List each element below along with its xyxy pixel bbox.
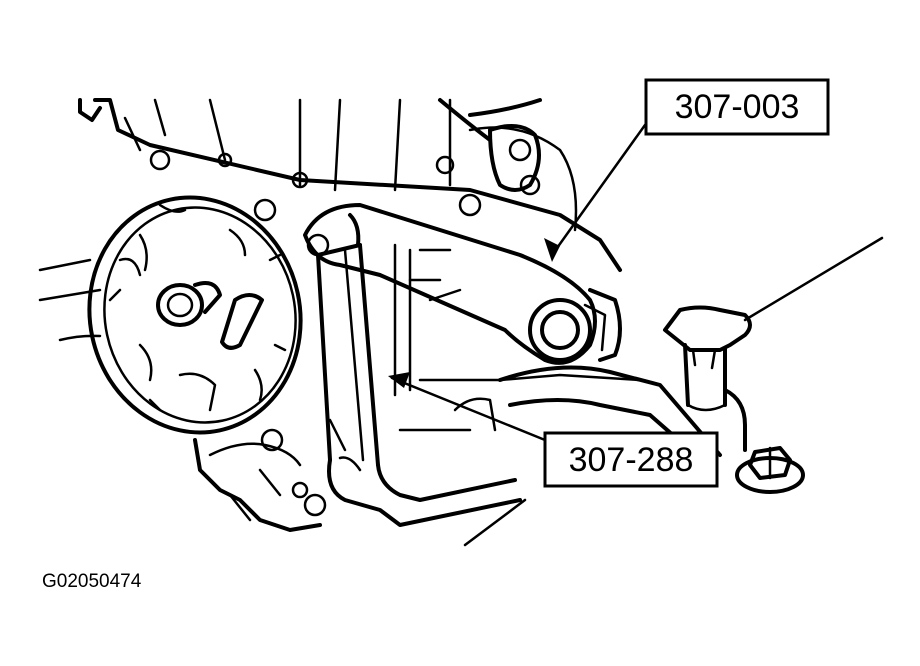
lower-engine <box>193 243 642 532</box>
callout-box <box>644 78 830 136</box>
callout-307-288: 307-288 <box>543 431 719 488</box>
leader-lines <box>388 123 884 547</box>
callout-box <box>543 431 719 488</box>
filler-cap <box>663 305 752 452</box>
tool-307-003-shape <box>303 203 622 365</box>
engine-block <box>38 98 622 342</box>
arrowhead-307-003 <box>544 238 560 262</box>
leader-line-lower <box>463 498 527 547</box>
intake-tube <box>498 365 722 457</box>
leader-line-filler <box>743 236 884 322</box>
leader-line-307-288 <box>390 376 547 442</box>
pulley-disc <box>87 195 303 435</box>
callout-label-307-288: 307-288 <box>569 441 694 479</box>
callout-307-003: 307-003 <box>644 78 830 136</box>
leader-line-307-003 <box>550 123 647 257</box>
bolt <box>735 446 805 494</box>
tool-307-288-shape <box>316 243 522 527</box>
arrowhead-307-288 <box>388 372 410 388</box>
figure-id: G02050474 <box>42 571 142 592</box>
callout-label-307-003: 307-003 <box>675 88 800 126</box>
